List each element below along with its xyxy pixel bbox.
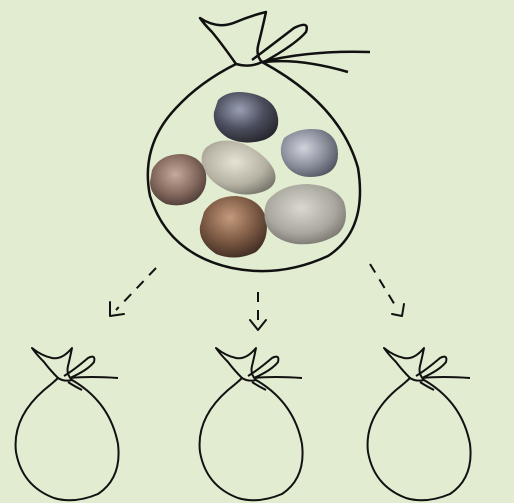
rust-stone <box>200 196 267 258</box>
pale-grey-stone <box>264 184 346 244</box>
brown-stone <box>150 154 206 205</box>
